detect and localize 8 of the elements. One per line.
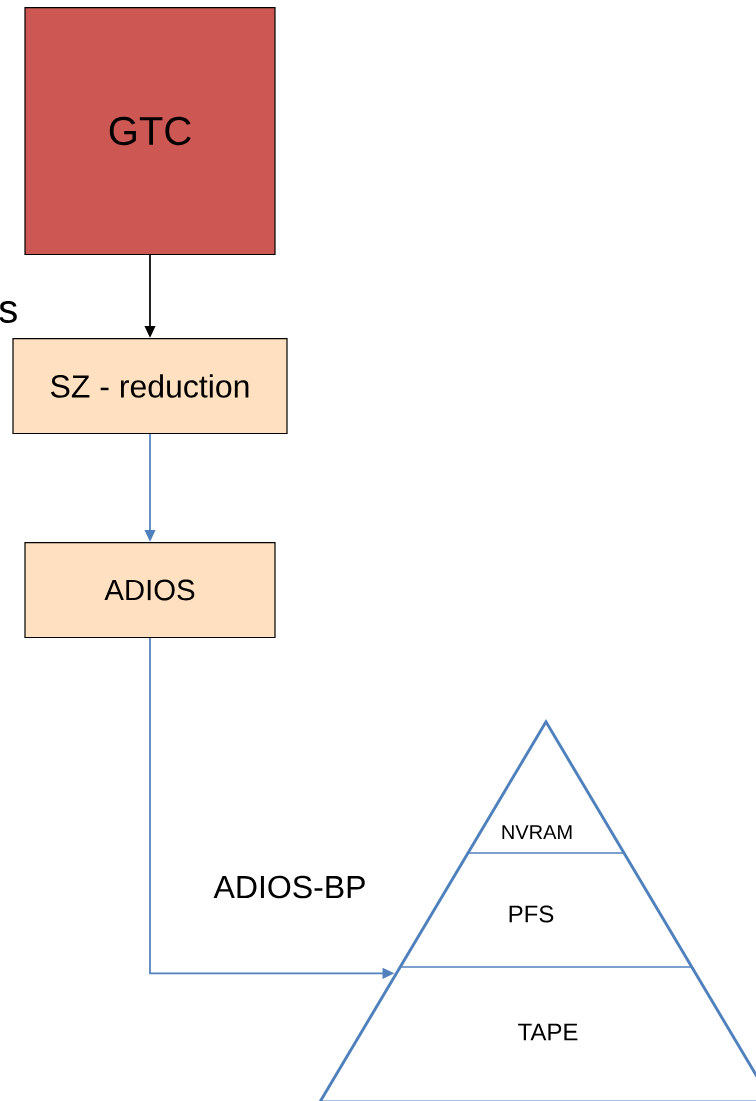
layer-label: NVRAM — [502, 825, 572, 839]
process-box: ADIOS — [24, 541, 276, 639]
edge-label: ADIOS-BP — [213, 875, 365, 899]
text-fragment: s — [0, 301, 17, 323]
layer-label: TAPE — [518, 1023, 578, 1041]
gtc-box: GTC — [24, 6, 276, 256]
layer-label: PFS — [509, 905, 554, 923]
process-box: SZ - reduction — [12, 337, 288, 435]
